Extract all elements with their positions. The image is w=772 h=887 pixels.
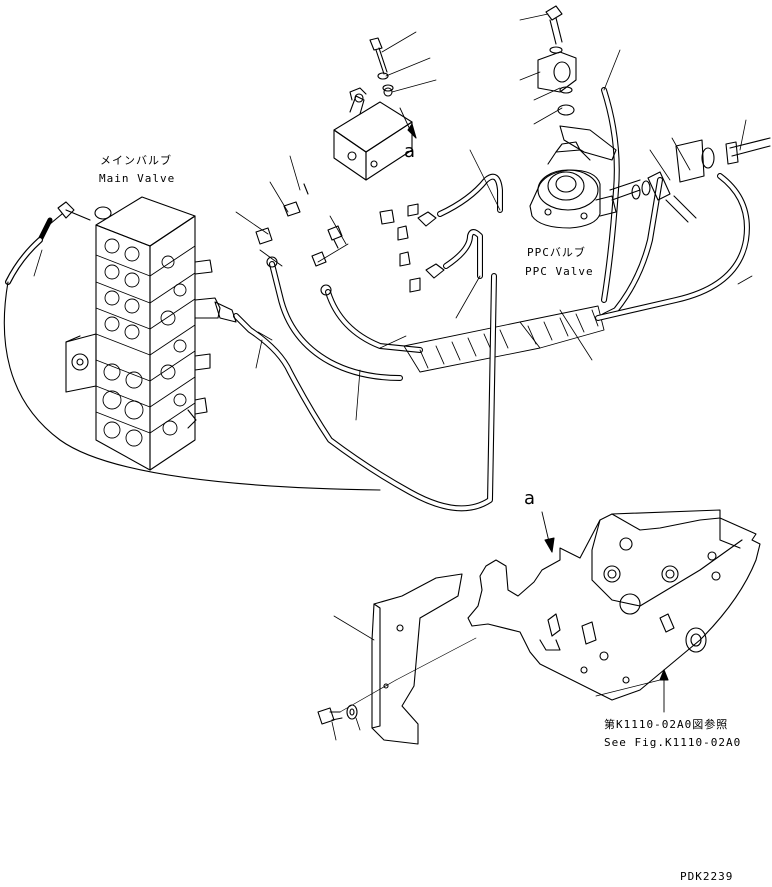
main-valve-left-hose xyxy=(3,201,381,491)
main-valve-ports xyxy=(102,238,187,447)
drawing-id: PDK2239 xyxy=(680,870,734,883)
detail-callout-a-bottom: a xyxy=(524,488,536,509)
bracket-assembly xyxy=(467,509,761,701)
ppc-valve-label-en: PPC Valve xyxy=(525,265,594,278)
reference-label-en: See Fig.K1110-02A0 xyxy=(604,736,742,749)
main-valve xyxy=(65,196,221,471)
detail-arrows xyxy=(399,107,669,713)
selector-valve-block xyxy=(255,37,445,293)
bottom-bolt xyxy=(317,637,477,725)
leader-lines xyxy=(33,13,753,741)
ppc-valve-label-jp: PPCバルブ xyxy=(527,246,586,259)
main-valve-label-en: Main Valve xyxy=(99,172,176,185)
reference-label-jp: 第K1110-02A0図参照 xyxy=(604,718,729,731)
main-valve-slices xyxy=(95,245,196,434)
cover-plate xyxy=(371,573,463,745)
main-valve-label-jp: メインバルブ xyxy=(100,154,172,167)
detail-callout-a-top: a xyxy=(404,141,416,162)
spiral-guard xyxy=(403,305,605,373)
ppc-valve xyxy=(529,5,771,229)
pilot-hoses xyxy=(214,87,750,512)
